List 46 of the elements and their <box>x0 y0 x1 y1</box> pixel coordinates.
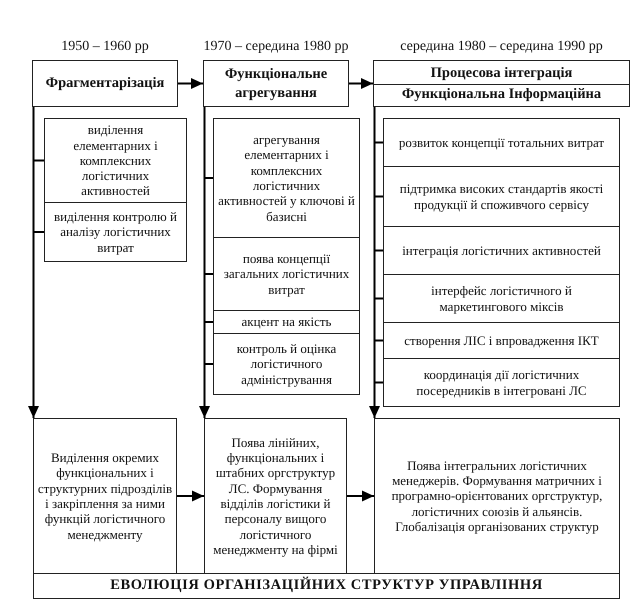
activity-text: підтримка високих стандартів якості продукції й споживчого сервісу <box>398 181 604 212</box>
activity-text: контроль й оцінка логістичного адміністрування <box>236 341 338 387</box>
activity-text: інтеграція логістичних активностей <box>402 242 601 258</box>
structure-box <box>204 418 347 574</box>
activity-text: розвиток концепції тотальних витрат <box>398 134 604 150</box>
activity-box <box>213 310 360 334</box>
structure-text: Виділення окремих функціональних і структурних підрозділів і закріплення за ними функцій логістичного менеджменту <box>37 450 173 542</box>
arrow <box>347 490 374 502</box>
activity-box <box>383 166 620 227</box>
activity-box <box>383 118 620 167</box>
activity-text: інтерфейс логістичного й маркетингового міксів <box>430 283 573 314</box>
activity-box <box>383 322 620 359</box>
structure-text: Поява лінійних, функціональних і штабних оргструктур ЛС. Формування відділів логістики й персоналу вищого логістичного менеджменту на фірмі <box>212 434 339 558</box>
arrow <box>177 490 204 502</box>
activity-box <box>44 202 187 262</box>
period-label: 1950 – 1960 рр <box>61 39 149 55</box>
structure-text: Поява інтегральних логістичних менеджерів. Формування матричних і програмно-орієнтованих оргструктур, логістичних союзів й альянсів. Глобалізація організованих структур <box>390 458 604 534</box>
activity-box <box>383 274 620 323</box>
activity-text: координація дії логістичних посередників в інтегровані ЛС <box>415 367 588 398</box>
activity-box <box>213 118 360 238</box>
activity-box <box>44 118 187 203</box>
arrow <box>349 78 373 89</box>
stage-title: Функціональне агрегування <box>224 65 328 102</box>
activity-text: поява концепції загальних логістичних витрат <box>222 251 350 297</box>
structure-box <box>374 418 620 574</box>
activity-box <box>213 333 360 395</box>
structure-box <box>33 418 177 574</box>
activity-text: агрегування елементарних і комплексних логістичних активностей у ключові й базисні <box>217 132 356 224</box>
activity-text: виділення контролю й аналізу логістичних витрат <box>53 209 178 255</box>
activity-box <box>213 237 360 311</box>
period-label: 1970 – середина 1980 рр <box>204 39 348 55</box>
arrow <box>199 107 210 418</box>
stage-title: Фрагментарізація <box>46 74 164 93</box>
activity-box <box>383 358 620 407</box>
activity-box <box>383 226 620 275</box>
activity-text: виділення елементарних і комплексних логістичних активностей <box>72 122 159 199</box>
stage-title: Функціональна Інформаційна <box>402 84 602 103</box>
title-text: ЕВОЛЮЦІЯ ОРГАНІЗАЦІЙНИХ СТРУКТУР УПРАВЛІННЯ <box>110 577 543 595</box>
activity-text: акцент на якість <box>242 314 332 330</box>
arrow <box>28 107 39 418</box>
stage-title: Процесова інтеграція <box>430 64 572 82</box>
period-label: середина 1980 – середина 1990 рр <box>400 39 603 55</box>
title-band <box>33 573 620 599</box>
arrow <box>178 78 203 89</box>
arrow <box>369 107 380 418</box>
activity-text: створення ЛІС і впровадження ІКТ <box>404 332 599 348</box>
